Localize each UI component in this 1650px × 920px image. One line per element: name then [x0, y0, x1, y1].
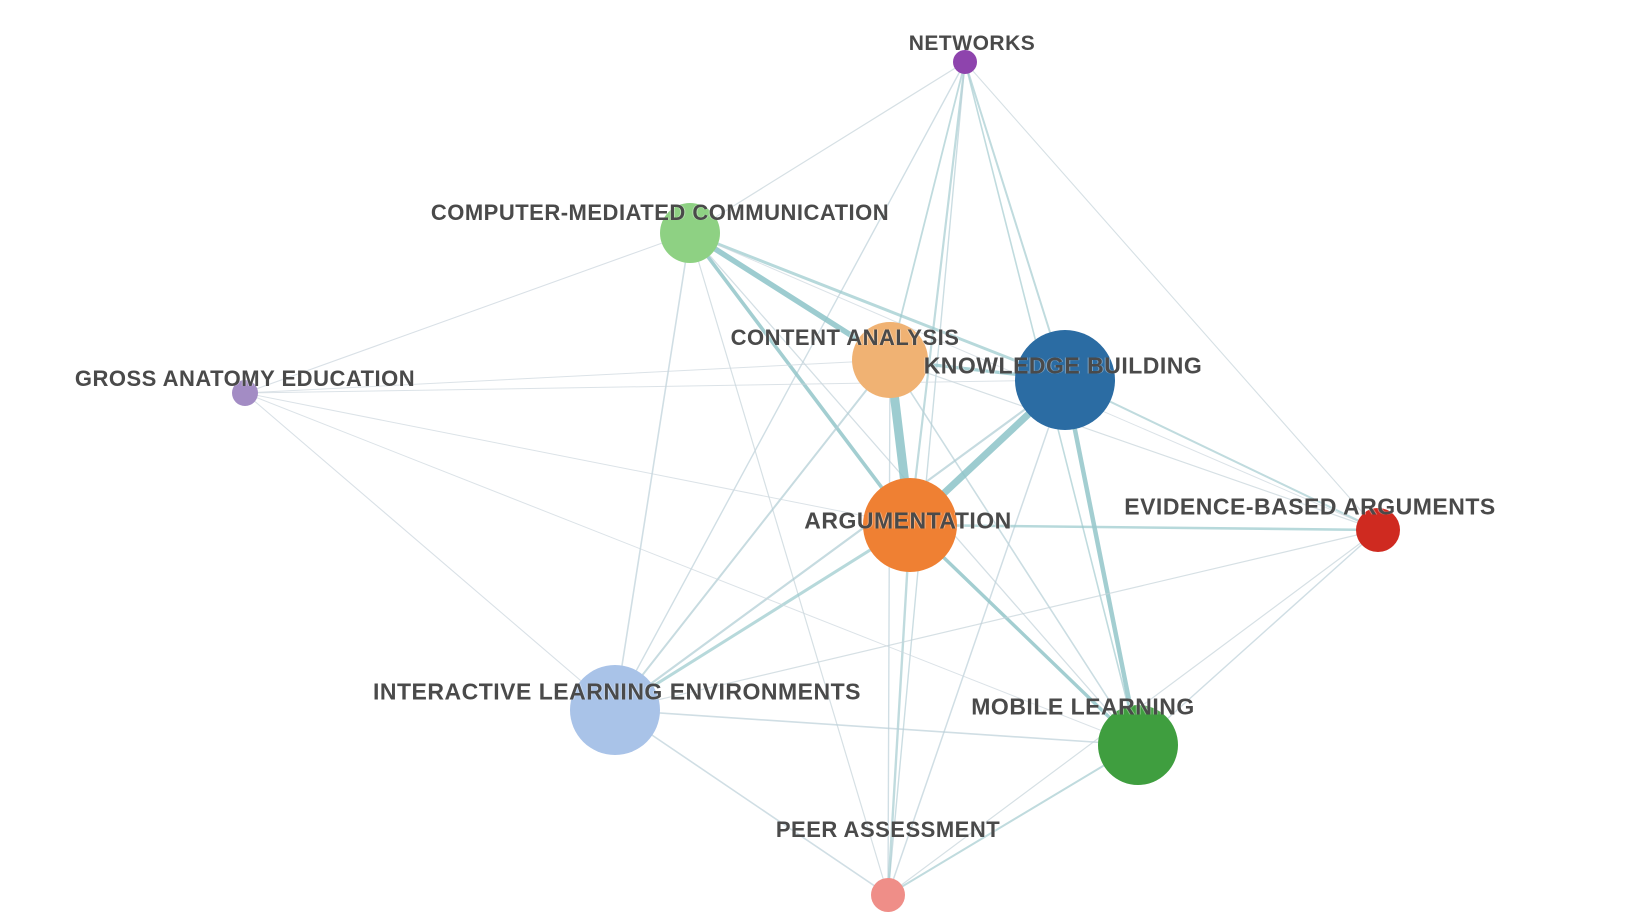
- network-edge: [886, 523, 912, 897]
- network-edge: [689, 232, 889, 896]
- network-edge: [244, 392, 1139, 746]
- network-edge: [244, 379, 1066, 394]
- network-node-content_analysis[interactable]: [852, 322, 928, 398]
- network-node-evidence_based_arguments[interactable]: [1356, 508, 1400, 552]
- network-edge: [688, 231, 1067, 382]
- network-node-argumentation[interactable]: [863, 478, 957, 572]
- network-edge: [613, 378, 1067, 712]
- network-node-cmc[interactable]: [660, 203, 720, 263]
- network-edge: [889, 359, 1379, 531]
- network-edge: [614, 709, 1139, 746]
- network-edge: [614, 232, 691, 711]
- network-edge: [908, 523, 1380, 532]
- network-edge: [887, 61, 966, 896]
- network-edge: [244, 359, 891, 394]
- network-edge: [889, 61, 966, 361]
- node-layer: [232, 50, 1400, 912]
- network-edge: [1062, 377, 1141, 748]
- network-edge: [908, 60, 967, 527]
- network-edge: [689, 61, 966, 234]
- network-edge: [887, 359, 891, 896]
- network-node-mobile_learning[interactable]: [1098, 705, 1178, 785]
- network-edge: [887, 379, 1066, 896]
- network-edge: [244, 392, 616, 711]
- network-edge: [964, 61, 1379, 531]
- network-edge: [614, 61, 966, 711]
- network-node-interactive_learning_environments[interactable]: [570, 665, 660, 755]
- network-node-knowledge_building[interactable]: [1015, 330, 1115, 430]
- network-node-gross_anatomy_education[interactable]: [232, 380, 258, 406]
- network-edge: [614, 359, 891, 711]
- network-edge: [1064, 379, 1379, 531]
- network-node-networks[interactable]: [953, 50, 977, 74]
- network-edge: [964, 61, 1066, 381]
- network-edge: [1137, 529, 1379, 746]
- network-edge: [687, 230, 893, 363]
- network-edge: [614, 709, 889, 896]
- network-edge: [889, 359, 1139, 746]
- network-edge: [614, 529, 1379, 711]
- network-edge: [613, 523, 912, 712]
- edge-layer: [244, 60, 1380, 897]
- network-edge: [688, 231, 912, 527]
- network-edge: [244, 392, 911, 526]
- network-edge: [908, 523, 1140, 747]
- network-node-peer_assessment[interactable]: [871, 878, 905, 912]
- network-edge: [244, 232, 691, 394]
- network-edge: [887, 744, 1139, 896]
